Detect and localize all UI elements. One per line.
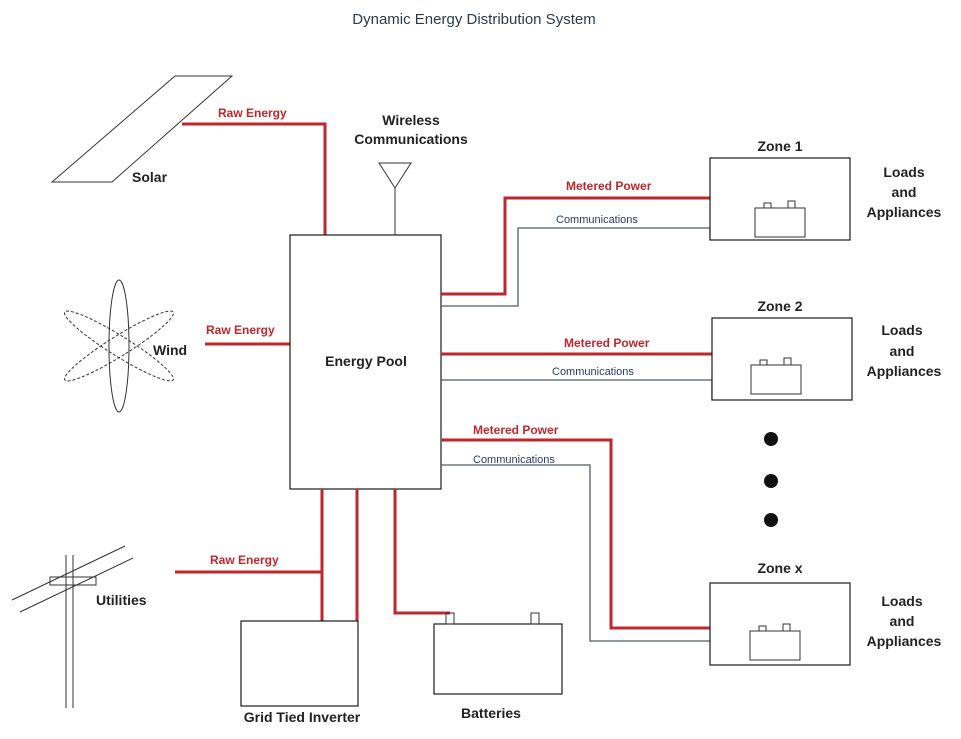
diagram-title: Dynamic Energy Distribution System [352, 11, 595, 28]
zone1-loads-line2: and [892, 184, 917, 200]
grid-tied-inverter-label: Grid Tied Inverter [244, 709, 361, 725]
grid-tied-inverter-box [240, 620, 359, 707]
zonex-loads-line3: Appliances [867, 633, 942, 649]
utility-pole-icon [11, 545, 134, 708]
solar-raw-energy-label: Raw Energy [218, 106, 287, 120]
zone2-communications-label: Communications [552, 366, 634, 378]
zonex-battery-icon [749, 623, 801, 661]
solar-raw-energy-line [182, 122, 327, 235]
zone1-box [709, 157, 851, 241]
batteries-line [393, 489, 450, 615]
zone1-title: Zone 1 [757, 138, 802, 154]
wireless-label-line2: Communications [354, 131, 468, 147]
zone2-loads-line2: and [890, 343, 915, 359]
ellipsis-dot-2 [764, 474, 778, 488]
zonex-loads-line1: Loads [881, 593, 922, 609]
zonex-title: Zone x [757, 560, 802, 576]
energy-pool-label: Energy Pool [325, 353, 407, 369]
zonex-loads-line2: and [890, 613, 915, 629]
solar-panel-icon [50, 75, 234, 183]
zone2-loads-line3: Appliances [867, 363, 942, 379]
batteries-icon [433, 612, 563, 695]
zone1-metered-power-line [441, 196, 710, 296]
zonex-metered-power-line [441, 438, 710, 630]
ellipsis-dot-3 [764, 513, 778, 527]
zonex-box [709, 582, 851, 666]
zone1-metered-power-label: Metered Power [566, 179, 652, 193]
batteries-label: Batteries [461, 705, 521, 721]
wind-label: Wind [153, 342, 187, 358]
zone2-title: Zone 2 [757, 298, 802, 314]
wireless-label-line1: Wireless [382, 112, 440, 128]
zone1-loads-line1: Loads [883, 164, 924, 180]
zone1-communications-label: Communications [556, 214, 638, 226]
zone2-battery-icon [750, 357, 802, 395]
zone2-box [711, 317, 853, 401]
wind-raw-energy-label: Raw Energy [206, 323, 275, 337]
zonex-metered-power-label: Metered Power [473, 423, 559, 437]
energy-pool-box [289, 234, 442, 490]
zone2-metered-power-label: Metered Power [564, 336, 650, 350]
ellipsis-dot-1 [764, 432, 778, 446]
antenna-icon [378, 162, 412, 235]
zone2-communications-line [441, 379, 713, 400]
solar-label: Solar [132, 169, 168, 185]
zonex-communications-line [441, 464, 710, 642]
zone1-battery-icon [754, 200, 806, 238]
zone2-loads-line1: Loads [881, 322, 922, 338]
zone1-loads-line3: Appliances [867, 204, 942, 220]
utilities-raw-energy-label: Raw Energy [210, 553, 279, 567]
utilities-label: Utilities [96, 592, 147, 608]
zonex-communications-label: Communications [473, 454, 555, 466]
